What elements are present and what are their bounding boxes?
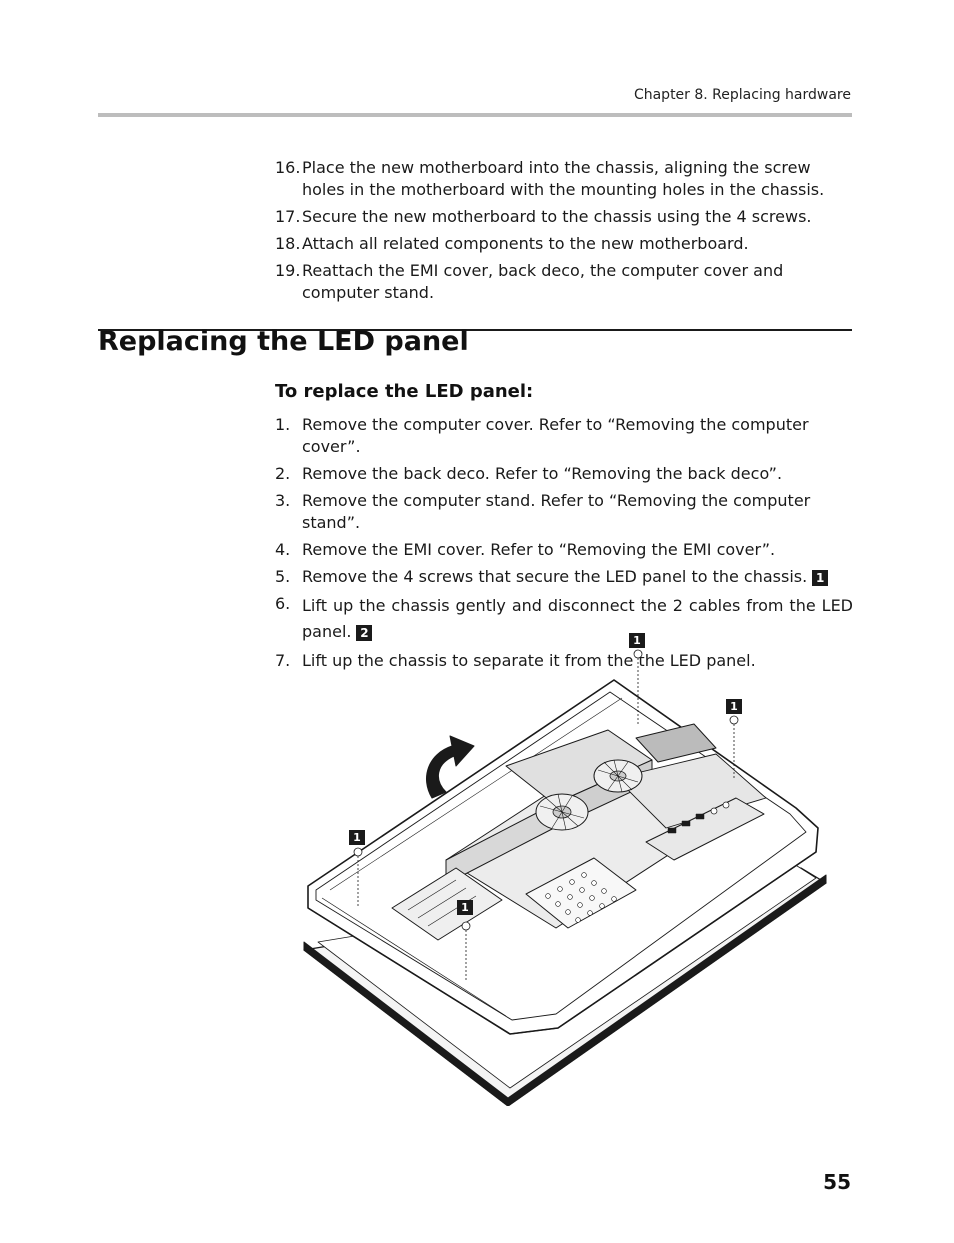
step-number: 4. bbox=[275, 540, 291, 559]
step-text: Attach all related components to the new… bbox=[302, 234, 749, 253]
callout-badge bbox=[457, 900, 473, 915]
step-number: 7. bbox=[275, 651, 291, 670]
callout-badge bbox=[629, 633, 645, 648]
list-item: 16. Place the new motherboard into the c… bbox=[275, 157, 853, 201]
step-number: 19. bbox=[275, 261, 301, 280]
step-text-wrap: Remove the 4 screws that secure the LED … bbox=[302, 566, 853, 588]
step-number: 1. bbox=[275, 415, 291, 434]
step-number: 16. bbox=[275, 158, 301, 177]
step-number: 3. bbox=[275, 491, 291, 510]
perforated-shield bbox=[525, 857, 637, 929]
step-text: Reattach the EMI cover, back deco, the c… bbox=[302, 261, 784, 302]
list-item: 2. Remove the back deco. Refer to “Remov… bbox=[275, 463, 853, 485]
list-item: 18. Attach all related components to the… bbox=[275, 233, 853, 255]
section-title: Replacing the LED panel bbox=[98, 326, 469, 357]
continued-steps-list: 16. Place the new motherboard into the c… bbox=[275, 157, 853, 309]
cooling-fans bbox=[535, 759, 643, 831]
list-item: 7. Lift up the chassis to separate it fr… bbox=[275, 650, 853, 672]
list-item: 1. Remove the computer cover. Refer to “… bbox=[275, 414, 853, 458]
step-number: 6. bbox=[275, 594, 291, 613]
procedure-title: To replace the LED panel: bbox=[275, 381, 534, 402]
page-number: 55 bbox=[823, 1170, 851, 1194]
io-ports bbox=[645, 797, 765, 861]
callout-badge bbox=[726, 699, 742, 714]
step-text: Place the new motherboard into the chass… bbox=[302, 158, 825, 199]
callout-label: 1 bbox=[461, 901, 469, 914]
callout-badge: 2 bbox=[356, 624, 373, 641]
step-number: 2. bbox=[275, 464, 291, 483]
list-item: 19. Reattach the EMI cover, back deco, t… bbox=[275, 260, 853, 304]
running-head: Chapter 8. Replacing hardware bbox=[633, 87, 851, 103]
list-item: 17. Secure the new motherboard to the ch… bbox=[275, 206, 853, 228]
screw-icon bbox=[353, 847, 363, 857]
callout-label: 1 bbox=[633, 634, 641, 647]
step-number: 17. bbox=[275, 207, 301, 226]
procedure-steps-list: 1. Remove the computer cover. Refer to “… bbox=[275, 414, 853, 677]
callout-badge bbox=[349, 830, 365, 845]
step-text: Remove the back deco. Refer to “Removing… bbox=[302, 464, 783, 483]
list-item: 4. Remove the EMI cover. Refer to “Remov… bbox=[275, 539, 853, 561]
screw-markers bbox=[353, 649, 739, 980]
list-item: 5. Remove the 4 screws that secure the L… bbox=[275, 566, 853, 588]
section-rule bbox=[98, 329, 852, 331]
step-number: 5. bbox=[275, 567, 291, 586]
callout-badge: 1 bbox=[812, 569, 829, 586]
screw-icon bbox=[633, 649, 643, 659]
list-item: 3. Remove the computer stand. Refer to “… bbox=[275, 490, 853, 534]
list-item: 6. Lift up the chassis gently and discon… bbox=[275, 593, 853, 645]
step-text: Lift up the chassis gently and disconnec… bbox=[302, 596, 853, 641]
step-text: Remove the 4 screws that secure the LED … bbox=[302, 567, 808, 586]
screw-icon bbox=[729, 715, 739, 725]
step-text: Remove the computer stand. Refer to “Rem… bbox=[302, 491, 811, 532]
header-rule bbox=[98, 113, 852, 117]
step-text-wrap: Lift up the chassis gently and disconnec… bbox=[302, 593, 853, 645]
chassis-exploded-view: 1 1 1 1 bbox=[303, 633, 827, 1106]
step-text: Lift up the chassis to separate it from … bbox=[302, 651, 756, 670]
screw-icon bbox=[461, 921, 471, 931]
step-text: Remove the computer cover. Refer to “Rem… bbox=[302, 415, 809, 456]
step-text: Remove the EMI cover. Refer to “Removing… bbox=[302, 540, 776, 559]
step-number: 18. bbox=[275, 234, 301, 253]
callout-label: 1 bbox=[353, 831, 361, 844]
step-text: Secure the new motherboard to the chassi… bbox=[302, 207, 812, 226]
figure-callouts: 1 1 1 1 bbox=[349, 633, 742, 915]
lift-direction-arrow bbox=[426, 735, 475, 799]
led-panel-removal-illustration: 1 1 1 1 bbox=[296, 628, 832, 1106]
callout-label: 1 bbox=[730, 700, 738, 713]
